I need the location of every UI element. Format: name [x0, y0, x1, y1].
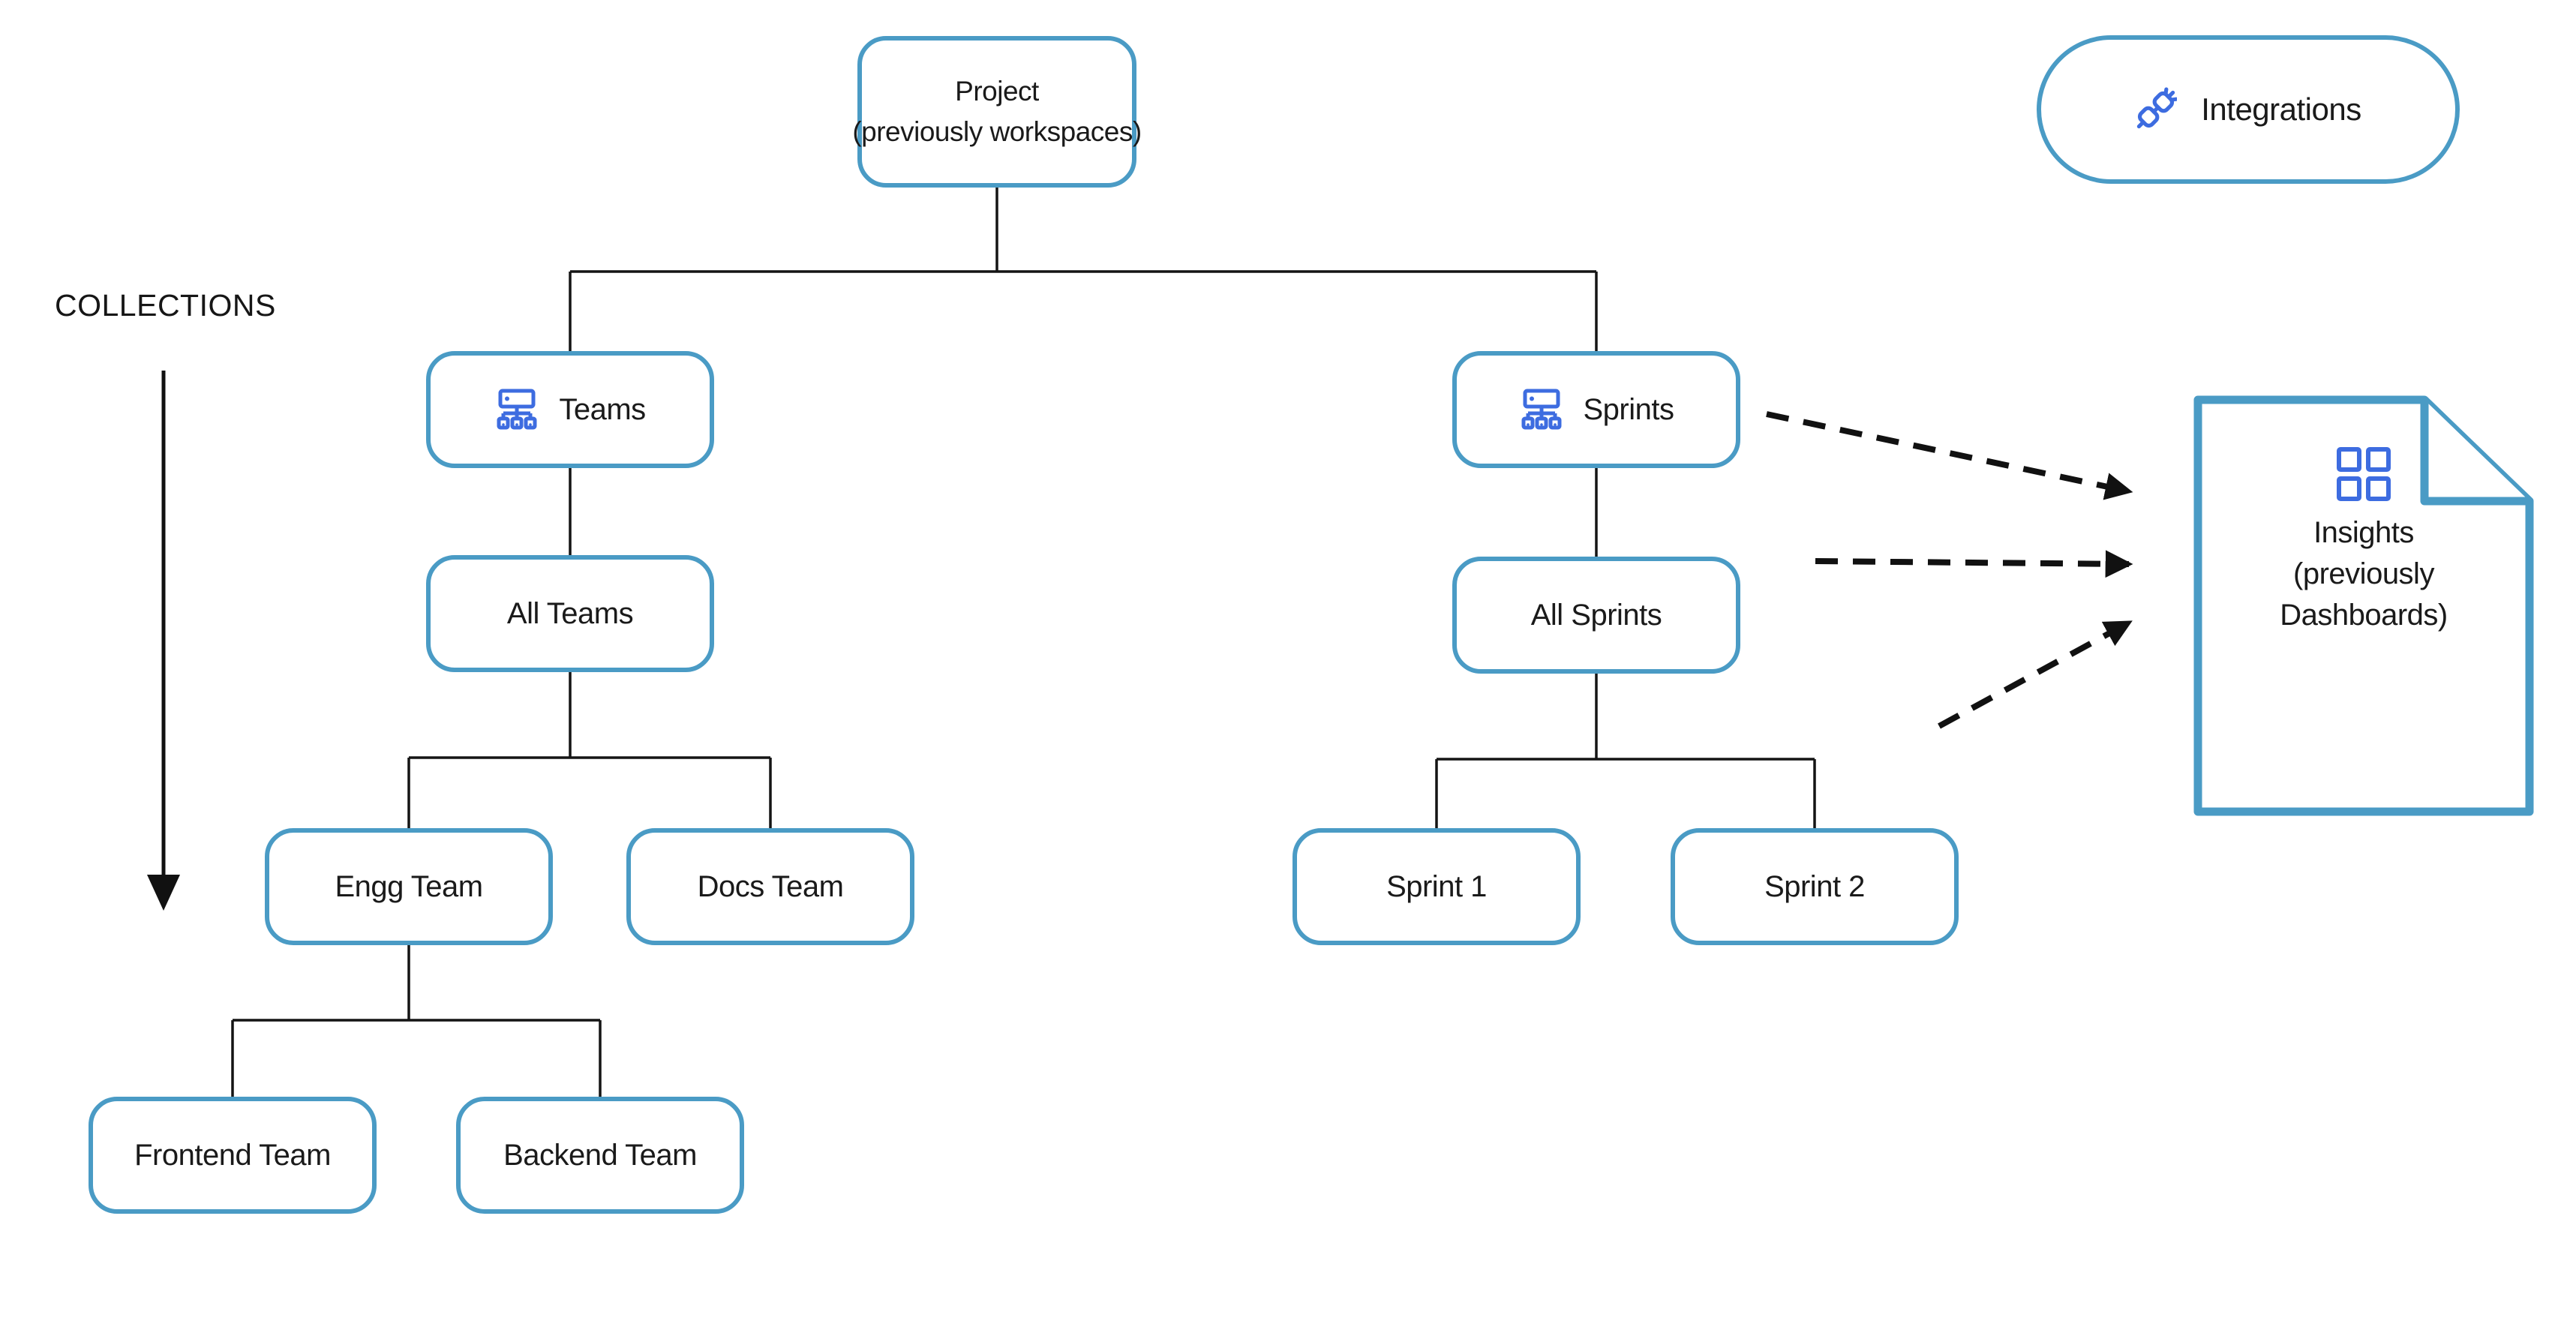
folded-corner-icon	[2420, 400, 2529, 506]
node-sprints[interactable]: Sprints	[1452, 351, 1740, 468]
insights-document-content: Insights (previously Dashboards)	[2198, 446, 2529, 636]
node-sprint-2[interactable]: Sprint 2	[1671, 828, 1959, 945]
collections-caption: COLLECTIONS	[55, 288, 276, 323]
insights-document-shape[interactable]	[2193, 395, 2534, 816]
teams-label: Teams	[559, 393, 646, 426]
dashboard-grid-icon	[2337, 447, 2391, 501]
project-label-line1: Project	[955, 76, 1039, 107]
insights-label-line3: Dashboards)	[2280, 599, 2448, 632]
collections-arrow	[147, 371, 180, 911]
sprints-label: Sprints	[1583, 393, 1675, 426]
insights-label-line2: (previously	[2293, 557, 2434, 590]
frontend-team-label: Frontend Team	[134, 1139, 331, 1172]
sprint-1-label: Sprint 1	[1386, 870, 1487, 903]
org-chart-icon	[497, 389, 537, 430]
project-label-line2: (previously workspaces)	[852, 116, 1142, 147]
node-teams[interactable]: Teams	[426, 351, 714, 468]
insights-dashed-arrows	[1766, 411, 2133, 729]
insights-label-line1: Insights	[2313, 516, 2414, 549]
org-chart-icon	[1521, 389, 1561, 430]
backend-team-label: Backend Team	[503, 1139, 697, 1172]
integrations-pill[interactable]: Integrations	[2037, 35, 2460, 184]
node-engg-team[interactable]: Engg Team	[265, 828, 553, 945]
node-all-teams[interactable]: All Teams	[426, 555, 714, 672]
sprint-2-label: Sprint 2	[1764, 870, 1865, 903]
all-sprints-label: All Sprints	[1530, 599, 1662, 632]
node-all-sprints[interactable]: All Sprints	[1452, 557, 1740, 674]
node-frontend-team[interactable]: Frontend Team	[89, 1097, 377, 1214]
node-docs-team[interactable]: Docs Team	[626, 828, 914, 945]
plug-connection-icon	[2137, 87, 2178, 129]
node-sprint-1[interactable]: Sprint 1	[1293, 828, 1581, 945]
integrations-label: Integrations	[2201, 92, 2361, 127]
docs-team-label: Docs Team	[697, 870, 844, 903]
node-project[interactable]: Project (previously workspaces)	[852, 36, 1142, 188]
tree-connectors	[231, 188, 1816, 1097]
node-backend-team[interactable]: Backend Team	[456, 1097, 744, 1214]
engg-team-label: Engg Team	[335, 870, 483, 903]
all-teams-label: All Teams	[506, 597, 634, 630]
